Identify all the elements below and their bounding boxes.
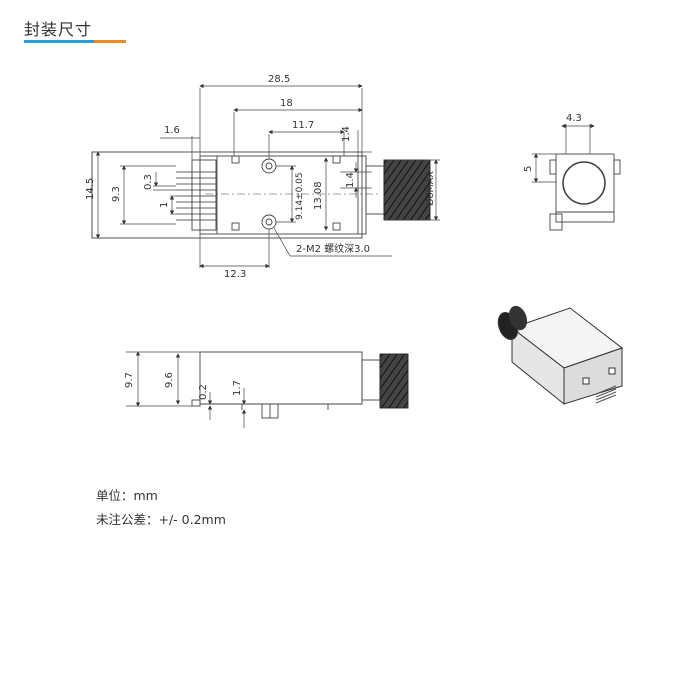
section-header: 封装尺寸 <box>24 16 92 40</box>
top-view-pins <box>176 171 216 221</box>
dim-9-7: 9.7 <box>124 372 135 388</box>
callout-thread-holes: 2-M2 螺纹深3.0 <box>296 242 370 255</box>
dim-9-3: 9.3 <box>111 186 122 202</box>
top-view-hole-upper <box>261 158 277 174</box>
dim-11-7: 11.7 <box>292 120 314 131</box>
dim-18: 18 <box>280 98 293 109</box>
side-view <box>191 351 409 419</box>
dim-28-5: 28.5 <box>268 74 290 85</box>
dim-0-3: 0.3 <box>143 174 154 190</box>
top-view-dimensions <box>91 83 440 269</box>
dim-0-2: 0.2 <box>198 384 209 400</box>
notes: 单位：mm 未注公差：+/- 0.2mm <box>96 484 226 532</box>
note-unit: 单位：mm <box>96 488 158 503</box>
top-view-labels: 28.5 18 11.7 1.6 1.4 14.5 9.3 0.3 1 9.14… <box>85 74 436 280</box>
dim-5: 5 <box>523 166 534 172</box>
isometric-pins <box>595 385 617 404</box>
top-view-thread <box>383 159 431 221</box>
dim-4-3: 4.3 <box>566 113 582 124</box>
dim-12-3: 12.3 <box>224 269 246 280</box>
title-underline-blue <box>24 40 94 43</box>
dim-9-6: 9.6 <box>164 372 175 388</box>
dim-1-4-lower: 1.4 <box>345 172 356 188</box>
dim-9-14: 9.14±0.05 <box>295 172 305 220</box>
top-view <box>91 151 431 239</box>
end-view <box>549 153 621 231</box>
dim-1-4-upper: 1.4 <box>341 126 352 142</box>
title-underline-orange <box>94 40 126 43</box>
dim-1: 1 <box>159 202 170 208</box>
dim-13-08: 13.08 <box>313 181 324 210</box>
top-view-pin-header <box>191 159 217 231</box>
note-tolerance: 未注公差：+/- 0.2mm <box>96 512 226 527</box>
isometric-view <box>497 305 624 406</box>
end-view-labels: 4.3 5 <box>523 113 582 172</box>
end-view-jack-opening <box>562 161 606 205</box>
side-view-thread <box>379 353 409 409</box>
side-view-dimensions <box>126 351 247 428</box>
dim-1-7: 1.7 <box>232 380 243 396</box>
end-view-dimensions <box>532 123 595 183</box>
dim-thread-diameter: Ø8MAX <box>425 171 436 206</box>
section-title: 封装尺寸 <box>24 20 93 39</box>
side-view-labels: 9.7 9.6 0.2 1.7 <box>124 372 243 400</box>
top-view-hole-lower <box>261 214 277 230</box>
dim-14-5: 14.5 <box>85 178 96 200</box>
dim-1-6: 1.6 <box>164 125 180 136</box>
